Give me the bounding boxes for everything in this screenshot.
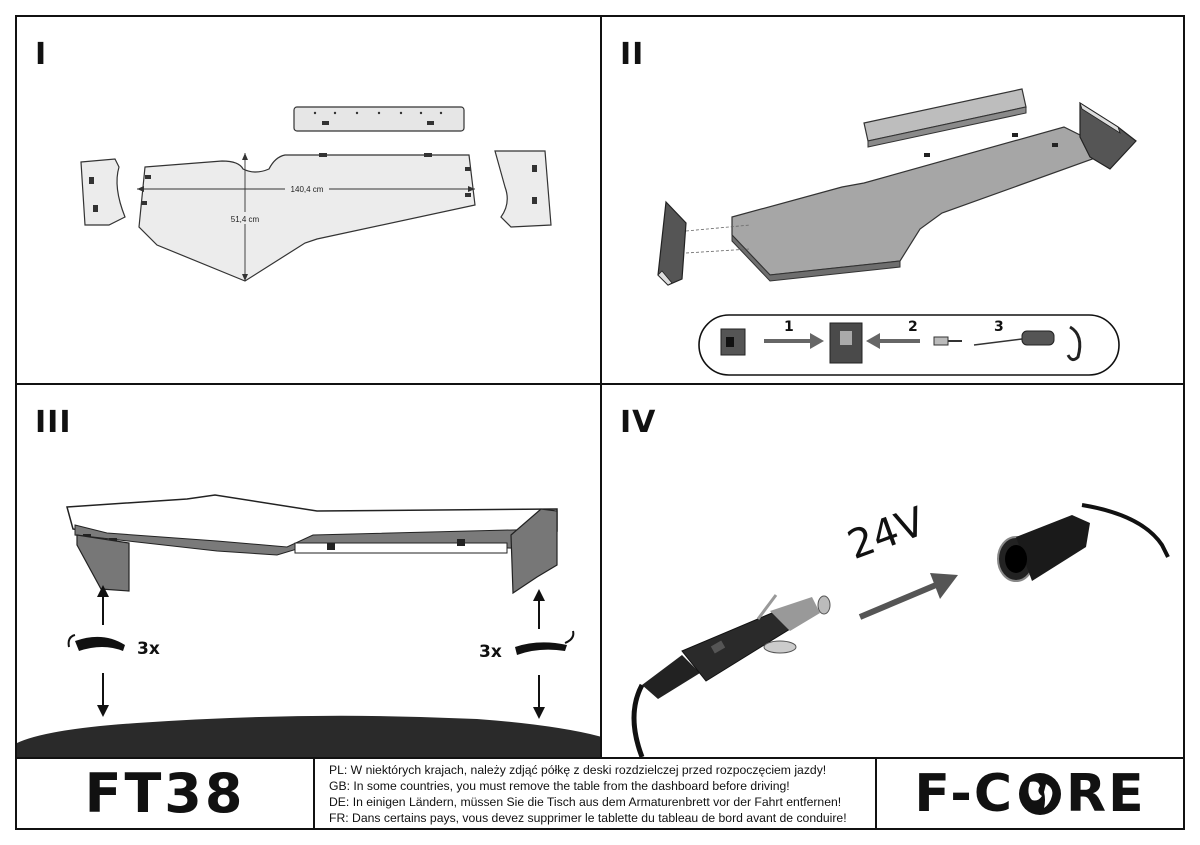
brand-left: F-C [914, 763, 1015, 824]
panel-step-1: I 140,4 cm 51,4 cm [17, 17, 602, 385]
footer: FT38 PL: W niektórych krajach, należy zd… [17, 757, 1183, 828]
note-gb: GB: In some countries, you must remove t… [329, 779, 790, 793]
step-label: I [35, 37, 48, 72]
dashboard-surface [17, 715, 600, 757]
power-connection-diagram: 24V [631, 499, 1170, 757]
left-turn-count: 3x [137, 639, 160, 659]
note-de: DE: In einigen Ländern, müssen Sie die T… [329, 795, 842, 809]
step-label: II [620, 37, 645, 72]
safety-notes: PL: W niektórych krajach, należy zdjąć p… [315, 759, 877, 828]
width-dimension: 140,4 cm [291, 185, 324, 194]
mounting-diagram: 3x 3x [17, 494, 600, 757]
step-number-1: 1 [784, 319, 794, 335]
assembly-diagram: 1 2 3 [657, 88, 1137, 376]
panel-step-4: IV 24V [602, 385, 1183, 757]
voltage-label: 24V [842, 499, 932, 569]
model-number: FT38 [17, 759, 315, 828]
globe-icon [1019, 772, 1062, 815]
brand-logo: F-C RE [877, 759, 1183, 828]
instruction-sheet: I 140,4 cm 51,4 cm [15, 15, 1185, 830]
brand-right: RE [1066, 763, 1146, 824]
flat-parts-diagram: 140,4 cm 51,4 cm [80, 106, 552, 282]
right-turn-count: 3x [479, 642, 502, 662]
note-fr: FR: Dans certains pays, vous devez suppr… [329, 811, 847, 825]
step-number-3: 3 [994, 319, 1004, 335]
panel-step-3: III 3x [17, 385, 602, 757]
depth-dimension: 51,4 cm [231, 215, 260, 224]
step-label: III [35, 405, 72, 440]
step-number-2: 2 [908, 319, 918, 335]
panel-step-2: II 1 2 [602, 17, 1183, 385]
note-pl: PL: W niektórych krajach, należy zdjąć p… [329, 763, 827, 777]
step-label: IV [620, 405, 657, 440]
